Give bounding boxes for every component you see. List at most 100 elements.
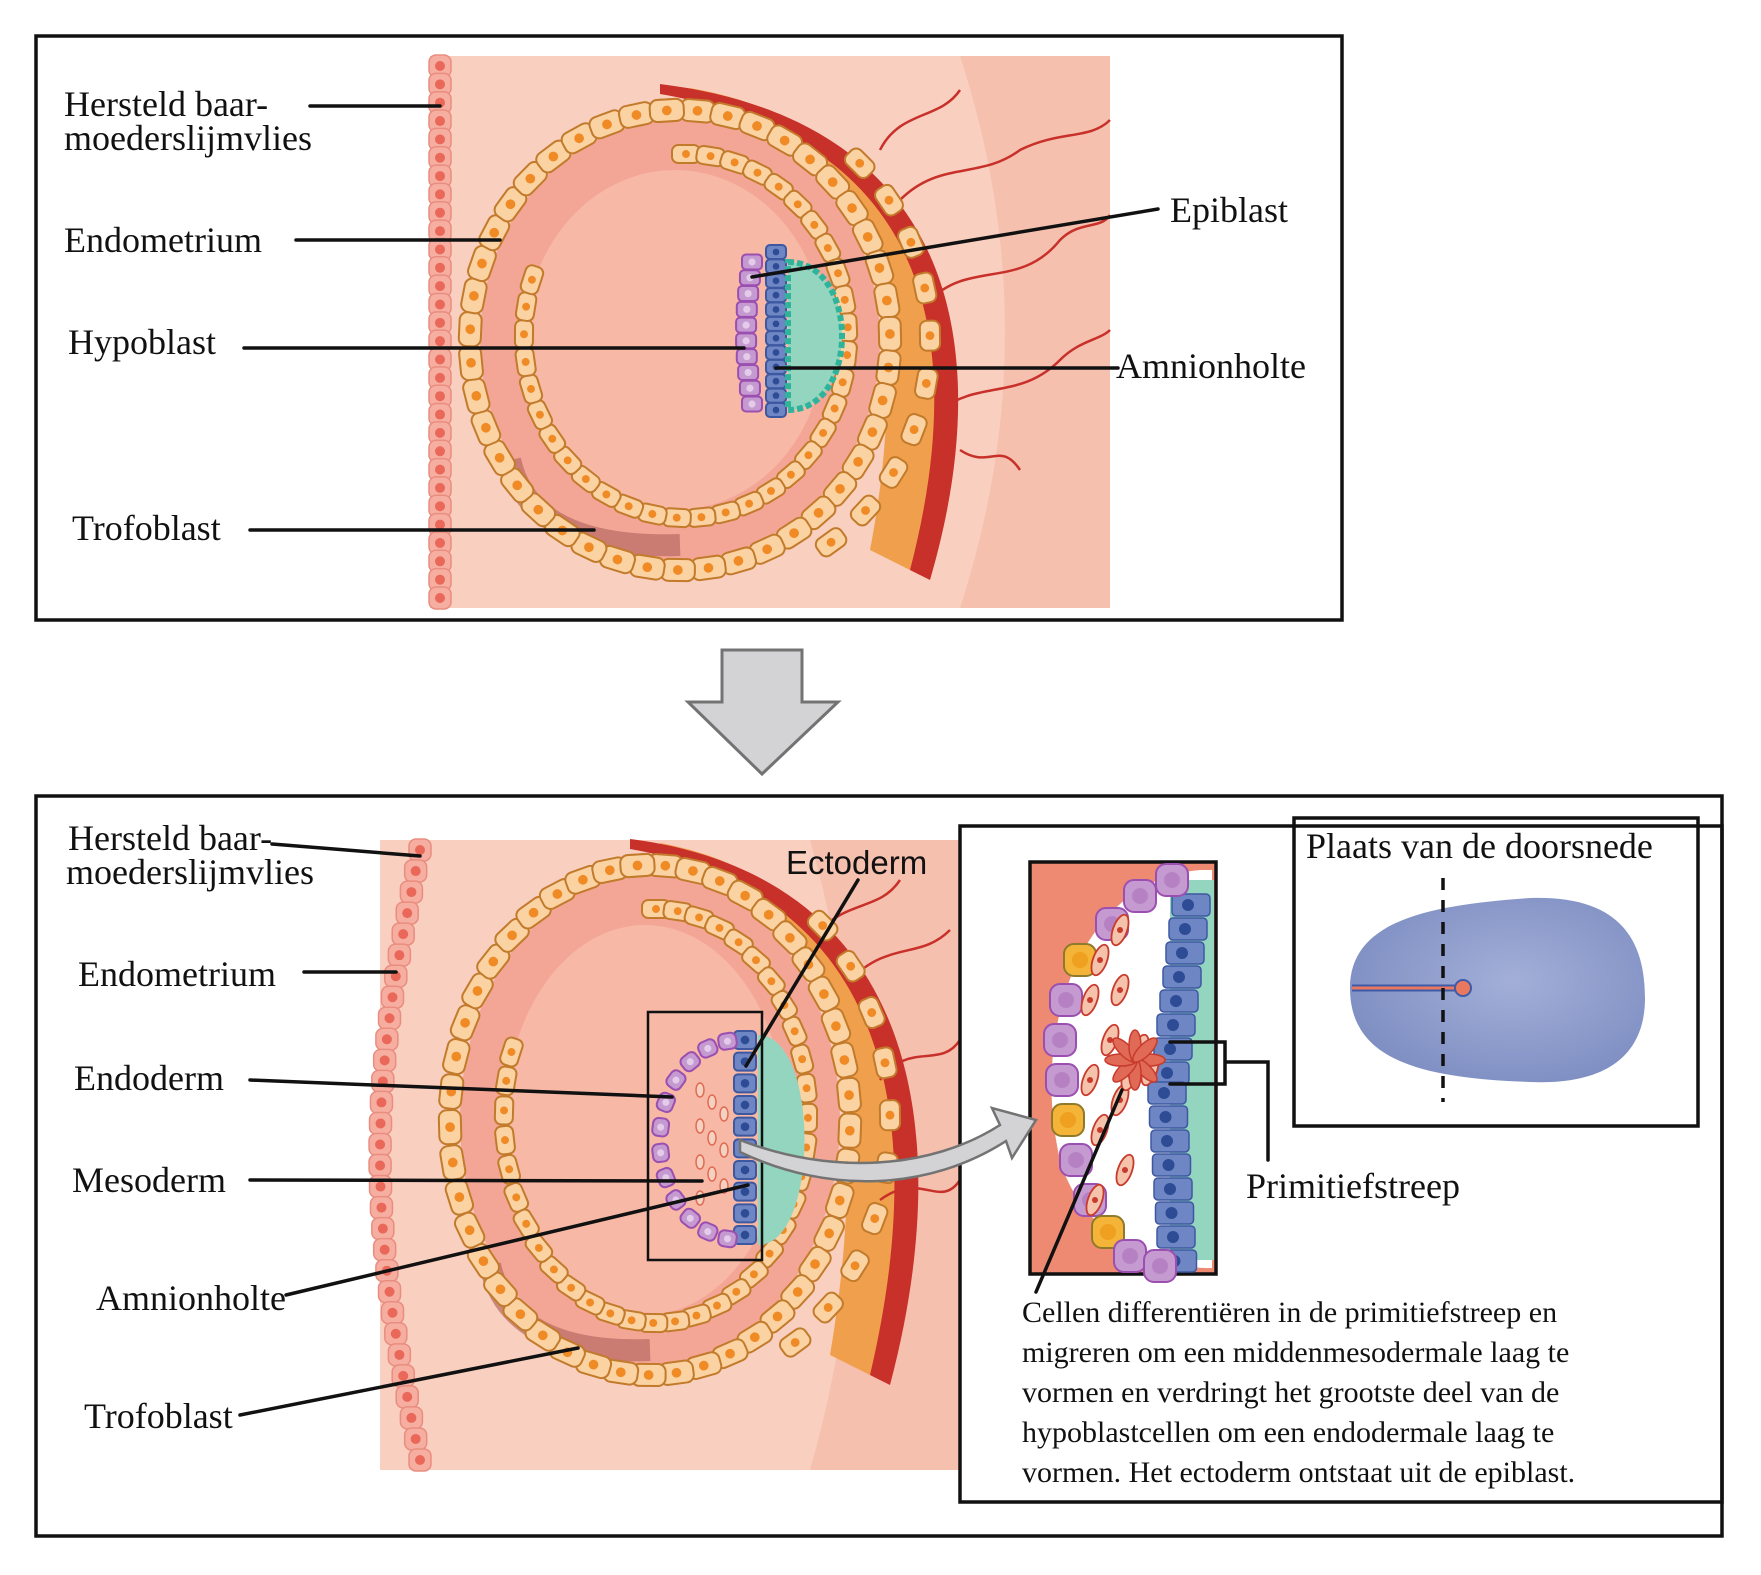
trophoblast-cell: [470, 409, 502, 447]
amniotic-cavity: [758, 1035, 805, 1245]
epiblast-cell: [765, 402, 787, 418]
section-location-inset: Plaats van de doorsnede: [1292, 816, 1700, 1128]
label-endometrium: Endometrium: [64, 220, 262, 260]
trophoblast-cell-nucleus: [454, 1192, 465, 1202]
trophoblast-cell-nucleus: [512, 480, 523, 491]
trophoblast-cell: [748, 533, 786, 565]
trophoblast-inner-cell-nucleus: [549, 1265, 558, 1274]
down-arrow-icon: [684, 648, 842, 777]
hypoblast-cell-nucleus: [744, 289, 752, 298]
trophoblast-inner-cell-nucleus: [734, 938, 743, 947]
trophoblast-cell-nucleus: [507, 930, 517, 941]
trophoblast-inner-cell-nucleus: [730, 158, 739, 167]
mucosa-nucleus: [384, 1013, 395, 1024]
trophoblast-outer-cell-nucleus: [850, 1261, 860, 1271]
mucosa-nucleus: [406, 887, 417, 898]
mucosa-nucleus: [379, 1055, 390, 1066]
trophoblast-cell-nucleus: [578, 874, 588, 885]
trophoblast-inner-cell-nucleus: [534, 1243, 543, 1252]
trophoblast-cell-nucleus: [703, 563, 714, 573]
trophoblast-outer-cell: [843, 147, 876, 180]
inset-title: Plaats van de doorsnede: [1306, 826, 1653, 866]
epiblast-nucleus: [1164, 1183, 1176, 1195]
trophoblast-outer-cell-nucleus: [846, 961, 856, 971]
trophoblast-inner-cell: [814, 232, 842, 264]
trophoblast-inner-cell-nucleus: [535, 410, 544, 419]
mesoderm-cell: [695, 1154, 705, 1170]
trophoblast-cell-nucleus: [882, 295, 892, 306]
epiblast-cell-nucleus: [772, 248, 780, 256]
mesoderm-nucleus: [1092, 1197, 1098, 1203]
trophoblast-cell: [674, 857, 712, 885]
trophoblast-cell-nucleus: [834, 1195, 845, 1206]
mesoderm-nucleus: [1087, 997, 1093, 1003]
ectoderm-cell: [733, 1073, 757, 1094]
trophoblast-cell-nucleus: [867, 427, 878, 437]
epiblast-cell-nucleus: [772, 291, 780, 299]
trophoblast-cell-nucleus: [552, 889, 563, 899]
trophoblast-cell-nucleus: [853, 456, 863, 467]
label-restored-mucosa-line1: Hersteld baar-: [64, 84, 268, 124]
caption-line: Cellen differentiëren in de primitiefstr…: [1022, 1296, 1557, 1329]
blood-vessel: [879, 1179, 962, 1202]
trophoblast-outer-cell: [900, 413, 928, 447]
trophoblast-cell: [560, 122, 598, 155]
trophoblast-inner-cell: [514, 346, 537, 378]
epiblast-nucleus: [1173, 971, 1185, 983]
ectoderm-cell-nucleus: [740, 1230, 750, 1240]
mesoderm-nucleus: [1107, 1037, 1113, 1043]
mucosa-nucleus: [435, 427, 445, 438]
label-restored-mucosa-line2: moederslijmvlies: [66, 852, 314, 892]
trophoblast-cell-nucleus: [789, 528, 799, 538]
epiblast-nucleus: [1164, 1043, 1176, 1055]
trophoblast-inner-cell-nucleus: [648, 510, 657, 518]
epiblast-cell-nucleus: [772, 377, 780, 385]
trophoblast-cell: [813, 1214, 845, 1252]
trophoblast-cell: [617, 101, 655, 129]
primitive-streak-cell: [1132, 1037, 1158, 1063]
trophoblast-inner-cell-nucleus: [753, 168, 762, 177]
mucosa-nucleus: [394, 1349, 405, 1360]
mucosa-nucleus: [435, 409, 445, 420]
trophoblast-cell-nucleus: [844, 1125, 855, 1136]
epiblast-nucleus: [1170, 995, 1182, 1007]
trophoblast-cell: [648, 97, 686, 124]
mucosa-nucleus: [375, 1160, 386, 1171]
trophoblast-cell-nucleus: [477, 258, 487, 269]
trophoblast-inner-cell: [781, 1015, 808, 1047]
mucosa-nucleus: [375, 1118, 386, 1129]
trophoblast-cell-nucleus: [528, 907, 539, 918]
trophoblast-inner-cell-nucleus: [527, 384, 535, 393]
epiblast-nucleus: [1158, 1087, 1170, 1099]
trophoblast-cell: [442, 1038, 471, 1076]
endoderm-cell: [697, 1221, 719, 1242]
trophoblast-cell-nucleus: [862, 232, 873, 242]
trophoblast-outer-cell-nucleus: [909, 425, 919, 434]
mesoderm-cell: [719, 1106, 729, 1122]
label-hypoblast: Hypoblast: [68, 322, 216, 362]
trophoblast-outer-cell-nucleus: [925, 331, 935, 341]
trophoblast-outer-cell: [912, 271, 938, 305]
mesoderm-nucleus: [1122, 1167, 1128, 1173]
trophoblast-inner-cell-nucleus: [501, 1136, 509, 1145]
epiblast-cell: [765, 330, 787, 347]
mucosa-nucleus: [375, 1181, 386, 1192]
hypoblast-cell: [737, 285, 760, 303]
ectoderm-cell: [733, 1160, 757, 1180]
trophoblast-cell-nucleus: [602, 119, 612, 130]
trophoblast-inner-cell-nucleus: [672, 513, 681, 522]
embryonic-disc: [1350, 897, 1645, 1083]
trophoblast-inner-cell-nucleus: [671, 1317, 680, 1326]
trophoblast-cell: [457, 311, 483, 348]
trophoblast-inner-cell-nucleus: [586, 1298, 595, 1307]
trophoblast-inner-cell-nucleus: [512, 1193, 521, 1202]
trophoblast-cell: [807, 975, 841, 1013]
endoderm-cell-nucleus: [672, 1076, 680, 1084]
ectoderm-cell: [733, 1203, 757, 1224]
trophoblast-inner-cell: [825, 257, 851, 289]
top-illustration: [428, 54, 1112, 610]
epiblast-nucleus: [1167, 1231, 1179, 1243]
bracket-primitive-streak: [1168, 1040, 1270, 1162]
epiblast-cell: [765, 301, 787, 318]
mucosa-nucleus: [435, 519, 445, 530]
